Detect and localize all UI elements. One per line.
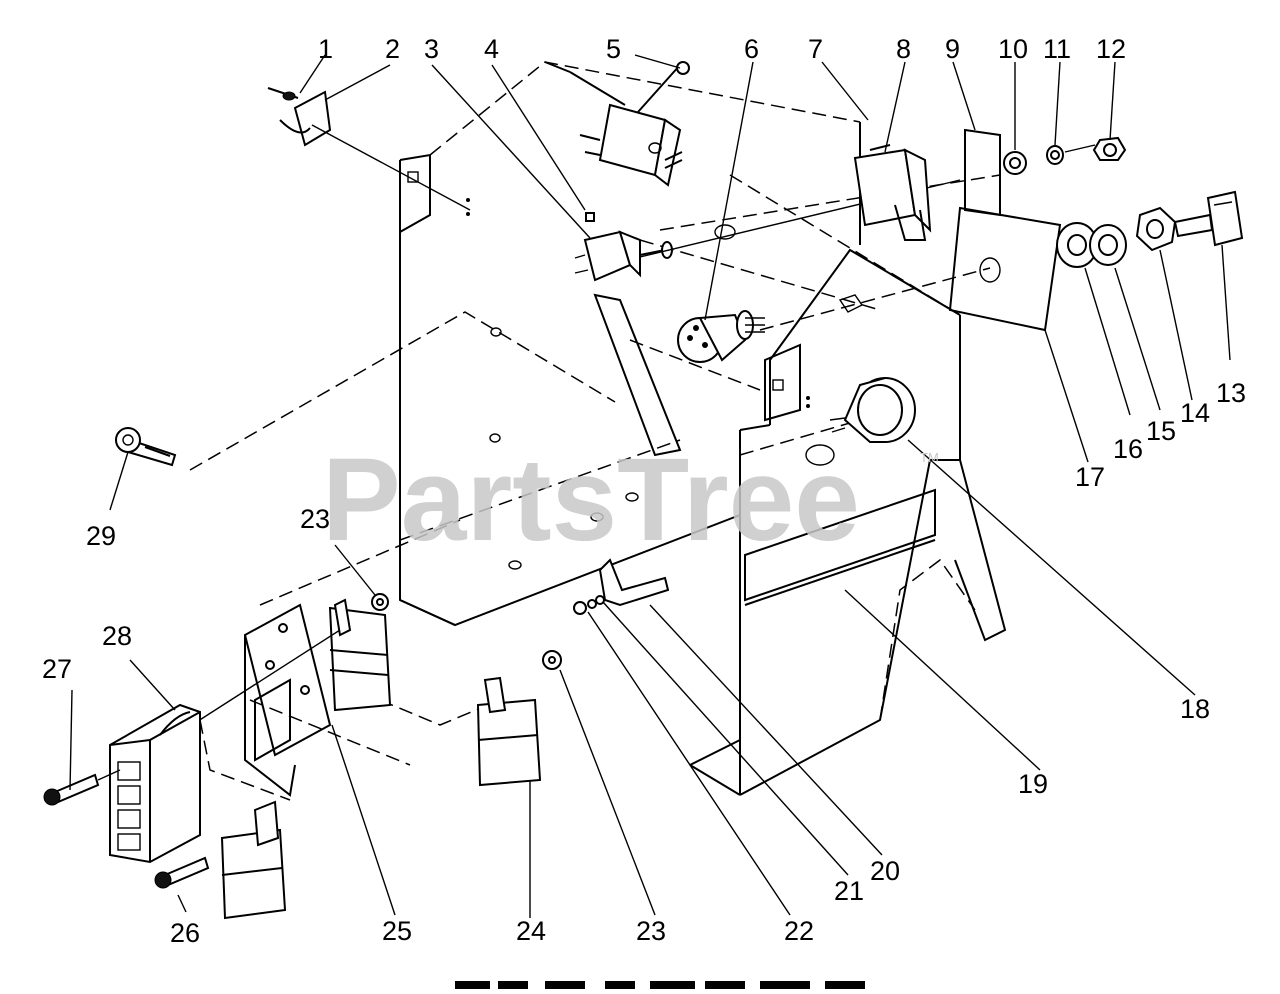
callout-2: 2 [385,34,400,64]
rocker-switch-part-8 [853,144,932,241]
leader-lines [69,54,1231,918]
relay-part-24 [476,650,562,787]
connector-part-6 [677,310,765,363]
callout-labels: 1 2 3 4 5 6 7 8 9 10 11 12 13 14 15 16 1… [42,34,1246,948]
decal-part-17 [948,206,1062,332]
callout-12: 12 [1096,34,1126,64]
callout-22: 22 [784,916,814,946]
washers-parts-10-12 [1003,136,1127,175]
callout-29: 29 [86,521,116,551]
callout-13: 13 [1216,378,1246,408]
plate-part-19 [744,539,936,606]
callout-23-left: 23 [300,504,330,534]
dashed-reference-lines [189,174,1001,801]
relay-upper [328,593,392,712]
clip-parts-20-22 [573,558,670,615]
callout-17: 17 [1075,462,1105,492]
bolt-part-29 [115,427,177,467]
callout-15: 15 [1146,416,1176,446]
callout-8: 8 [896,34,911,64]
decal-hole [979,257,1001,283]
bolt-part-26 [154,856,210,889]
decal-part-9 [964,128,1001,217]
callout-6: 6 [744,34,759,64]
callout-10: 10 [998,34,1028,64]
callout-27: 27 [42,654,72,684]
callout-14: 14 [1180,398,1210,428]
callout-9: 9 [945,34,960,64]
callout-11: 11 [1043,34,1071,64]
callout-5: 5 [606,34,621,64]
nut-part-4 [585,212,595,222]
watermark-trademark: TM [920,450,939,465]
callout-19: 19 [1018,769,1048,799]
callout-4: 4 [484,34,499,64]
callout-3: 3 [424,34,439,64]
callout-16: 16 [1113,434,1143,464]
callout-1: 1 [318,34,333,64]
bracket-part-2 [267,87,471,211]
callout-7: 7 [808,34,823,64]
interlock-switch-part-5 [569,61,690,187]
callout-28: 28 [102,621,132,651]
key-switch-parts-13-16 [1056,190,1244,268]
relay-lower [220,800,287,920]
callout-18: 18 [1180,694,1210,724]
callout-25: 25 [382,916,412,946]
callout-21: 21 [834,876,864,906]
callout-20: 20 [870,856,900,886]
callout-26: 26 [170,918,200,948]
cropped-caption [455,981,865,989]
callout-24: 24 [516,916,546,946]
gauge-part-18 [829,377,916,443]
bolt-part-27 [43,769,121,806]
module-part-28 [109,703,201,864]
dash-panel [399,61,1007,796]
watermark-brand: PartsTree [322,434,860,566]
callout-23-right: 23 [636,916,666,946]
bracket-part-25 [194,603,341,797]
